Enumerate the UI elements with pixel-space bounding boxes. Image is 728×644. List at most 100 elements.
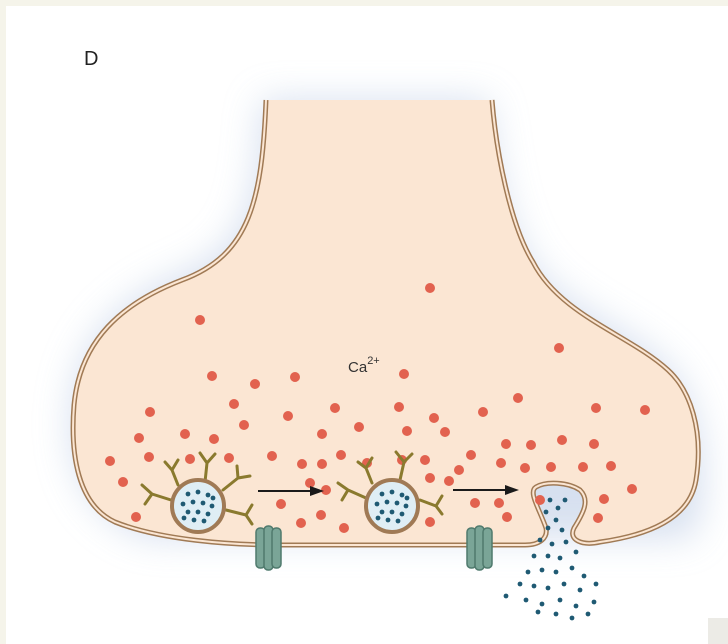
calcium-ion [316, 510, 326, 520]
neurotransmitter-molecule [375, 502, 380, 507]
neurotransmitter-molecule [518, 582, 523, 587]
calcium-ion [296, 518, 306, 528]
calcium-ion [593, 513, 603, 523]
calcium-ion [425, 283, 435, 293]
neurotransmitter-molecule [558, 598, 563, 603]
neurotransmitter-molecule [578, 588, 583, 593]
neurotransmitter-molecule [380, 510, 385, 515]
neurotransmitter-molecule [538, 538, 543, 543]
neurotransmitter-molecule [546, 526, 551, 531]
neurotransmitter-molecule [202, 519, 207, 524]
calcium-ion [250, 379, 260, 389]
calcium-ion [239, 420, 249, 430]
neurotransmitter-molecule [186, 492, 191, 497]
calcium-ion [267, 451, 277, 461]
calcium-ion [330, 403, 340, 413]
calcium-ion [599, 494, 609, 504]
neurotransmitter-molecule [570, 566, 575, 571]
calcium-ion [134, 433, 144, 443]
calcium-ion [494, 498, 504, 508]
calcium-ion [336, 450, 346, 460]
neurotransmitter-molecule [546, 586, 551, 591]
neurotransmitter-molecule [206, 512, 211, 517]
neurotransmitter-molecule [540, 568, 545, 573]
calcium-ion [420, 455, 430, 465]
neurotransmitter-molecule [556, 506, 561, 511]
calcium-ion [425, 473, 435, 483]
neurotransmitter-molecule [504, 594, 509, 599]
calcium-ion [513, 393, 523, 403]
calcium-ion [546, 462, 556, 472]
neurotransmitter-molecule [385, 500, 390, 505]
neurotransmitter-molecule [544, 510, 549, 515]
calcium-ion [640, 405, 650, 415]
calcium-ion [627, 484, 637, 494]
neurotransmitter-molecule [186, 510, 191, 515]
calcium-ion [207, 371, 217, 381]
calcium-ion [283, 411, 293, 421]
neurotransmitter-molecule [395, 501, 400, 506]
neurotransmitter-molecule [546, 554, 551, 559]
calcium-ion [429, 413, 439, 423]
calcium-ion [317, 429, 327, 439]
neurotransmitter-molecule [526, 570, 531, 575]
neurotransmitter-molecule [562, 582, 567, 587]
neurotransmitter-molecule [400, 493, 405, 498]
neurotransmitter-molecule [564, 540, 569, 545]
calcium-ion [297, 459, 307, 469]
neurotransmitter-molecule [548, 498, 553, 503]
calcium-ion [554, 343, 564, 353]
neurotransmitter-molecule [376, 516, 381, 521]
calcium-ion [224, 453, 234, 463]
neurotransmitter-molecule [211, 496, 216, 501]
neurotransmitter-molecule [192, 518, 197, 523]
calcium-ion [501, 439, 511, 449]
calcium-ion [466, 450, 476, 460]
calcium-ion [276, 499, 286, 509]
calcium-ion [229, 399, 239, 409]
neurotransmitter-molecule [191, 500, 196, 505]
neurotransmitter-molecule [554, 518, 559, 523]
neurotransmitter-molecule [181, 502, 186, 507]
calcium-ion [520, 463, 530, 473]
neurotransmitter-molecule [196, 490, 201, 495]
neurotransmitter-molecule [386, 518, 391, 523]
calcium-ion [195, 315, 205, 325]
neurotransmitter-molecule [570, 616, 575, 621]
neurotransmitter-molecule [404, 504, 409, 509]
neurotransmitter-molecule [574, 604, 579, 609]
neurotransmitter-molecule [201, 501, 206, 506]
neurotransmitter-molecule [390, 510, 395, 515]
calcium-channel-icon [467, 526, 492, 570]
neurotransmitter-molecule [196, 510, 201, 515]
calcium-ion [105, 456, 115, 466]
calcium-ion [180, 429, 190, 439]
neurotransmitter-molecule [560, 528, 565, 533]
calcium-ion [185, 454, 195, 464]
calcium-ion [131, 512, 141, 522]
neurotransmitter-molecule [400, 512, 405, 517]
calcium-ion [440, 427, 450, 437]
neurotransmitter-molecule [405, 496, 410, 501]
neurotransmitter-molecule [592, 600, 597, 605]
calcium-ion [478, 407, 488, 417]
neurotransmitter-molecule [586, 612, 591, 617]
neurotransmitter-molecule [554, 570, 559, 575]
calcium-ion [589, 439, 599, 449]
neurotransmitter-molecule [574, 550, 579, 555]
neurotransmitter-molecule [554, 612, 559, 617]
calcium-ion [394, 402, 404, 412]
neurotransmitter-molecule [558, 556, 563, 561]
calcium-ion [502, 512, 512, 522]
neurotransmitter-molecule [532, 554, 537, 559]
calcium-ion [145, 407, 155, 417]
neurotransmitter-molecule [524, 598, 529, 603]
neurotransmitter-molecule [396, 519, 401, 524]
neurotransmitter-molecule [390, 490, 395, 495]
calcium-ion [118, 477, 128, 487]
calcium-ion [526, 440, 536, 450]
neurotransmitter-molecule [206, 493, 211, 498]
calcium-ion [402, 426, 412, 436]
neurotransmitter-molecule [582, 574, 587, 579]
calcium-ion [454, 465, 464, 475]
